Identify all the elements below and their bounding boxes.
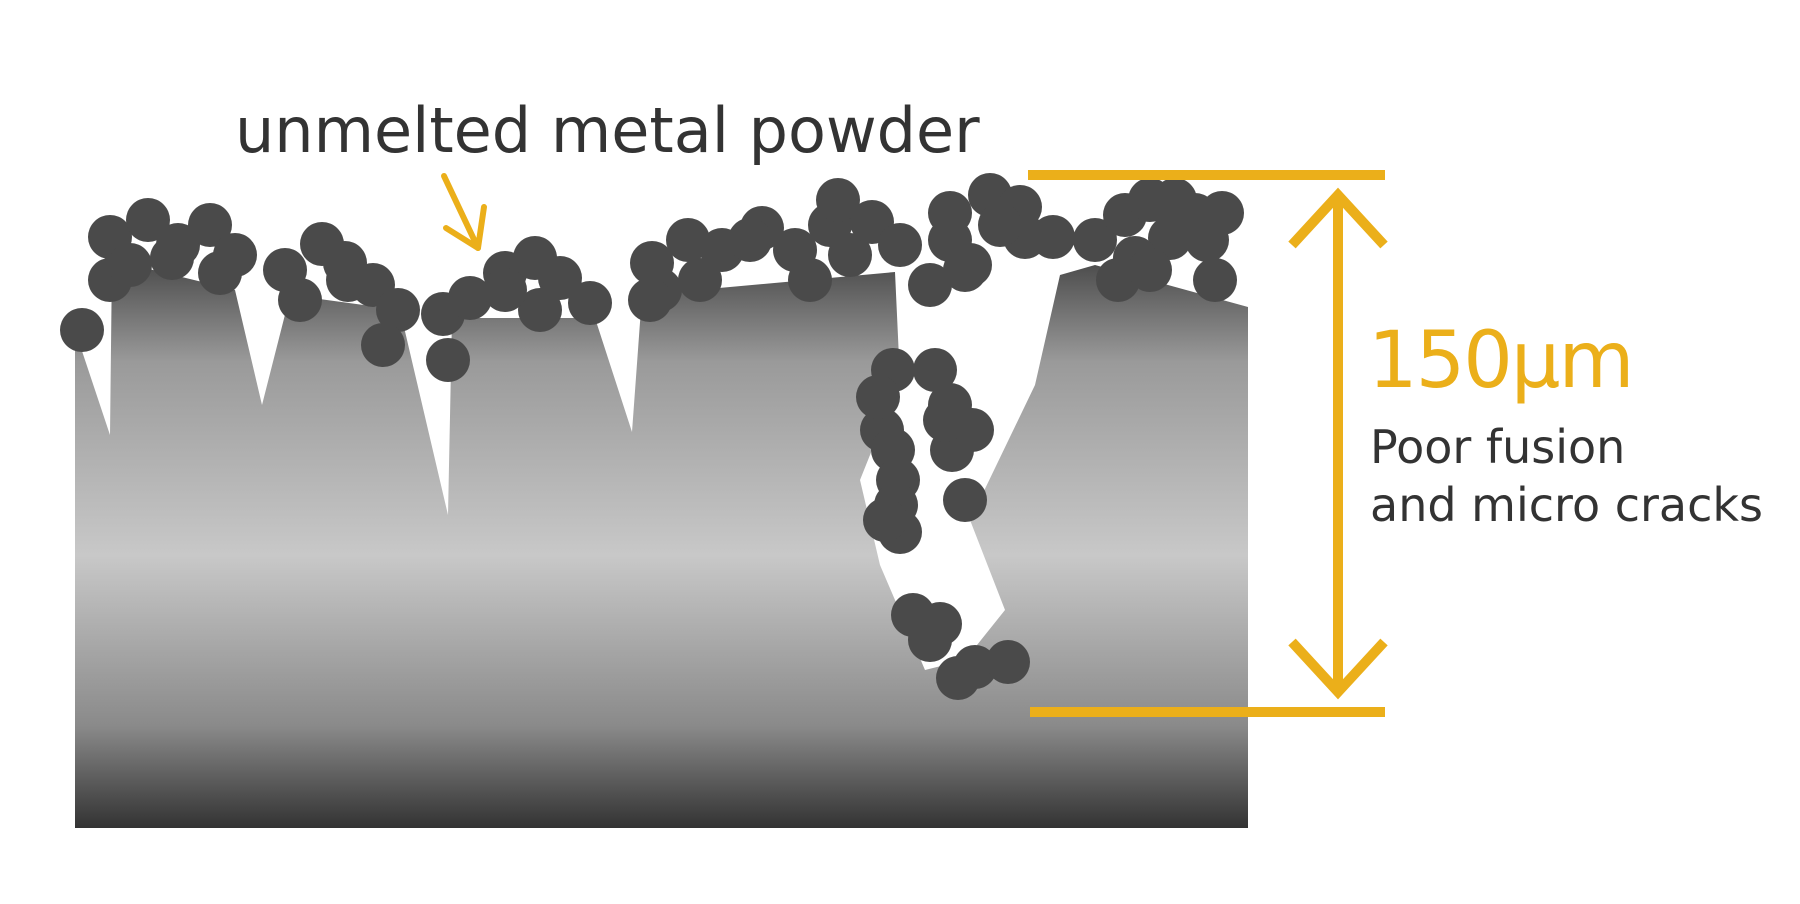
powder-particle <box>856 375 900 419</box>
dimension-value: 150μm <box>1368 316 1634 406</box>
defect-label-line1: Poor fusion <box>1370 420 1626 474</box>
powder-particle <box>376 288 420 332</box>
powder-particle <box>908 618 952 662</box>
powder-particle <box>666 218 710 262</box>
powder-particle <box>986 640 1030 684</box>
powder-particle <box>863 498 907 542</box>
powder-label: unmelted metal powder <box>235 94 980 167</box>
powder-particle <box>278 278 322 322</box>
powder-particle <box>1193 258 1237 302</box>
powder-particle <box>326 258 370 302</box>
powder-particle <box>126 198 170 242</box>
powder-particle <box>361 323 405 367</box>
powder-particle <box>816 178 860 222</box>
powder-particle <box>60 308 104 352</box>
powder-particle <box>448 276 492 320</box>
powder-particle <box>1185 218 1229 262</box>
powder-particle <box>568 281 612 325</box>
powder-particle <box>483 268 527 312</box>
powder-pointer-arrow <box>441 173 487 251</box>
powder-particle <box>1128 248 1172 292</box>
part-body <box>75 260 1248 828</box>
powder-particle <box>978 203 1022 247</box>
dimension-arrow-down-icon <box>1288 638 1388 700</box>
powder-particle <box>828 233 872 277</box>
powder-particle <box>878 223 922 267</box>
powder-particle <box>1031 215 1075 259</box>
powder-particle <box>1073 218 1117 262</box>
powder-particle <box>108 243 152 287</box>
powder-particle <box>426 338 470 382</box>
defect-label-line2: and micro cracks <box>1370 478 1763 532</box>
powder-particle <box>728 218 772 262</box>
powder-particle <box>943 248 987 292</box>
powder-particle <box>936 656 980 700</box>
powder-particle <box>913 348 957 392</box>
dimension-marker <box>1028 170 1388 717</box>
dimension-arrow-up-icon <box>1288 187 1388 249</box>
powder-particle <box>788 258 832 302</box>
powder-particle <box>943 478 987 522</box>
powder-particle <box>150 236 194 280</box>
powder-particles <box>60 173 1244 700</box>
powder-particle <box>628 278 672 322</box>
powder-particle <box>518 288 562 332</box>
powder-particle <box>538 256 582 300</box>
powder-particle <box>188 203 232 247</box>
powder-particle <box>1148 216 1192 260</box>
powder-particle <box>678 258 722 302</box>
powder-particle <box>923 398 967 442</box>
powder-particle <box>908 263 952 307</box>
powder-particle <box>198 251 242 295</box>
